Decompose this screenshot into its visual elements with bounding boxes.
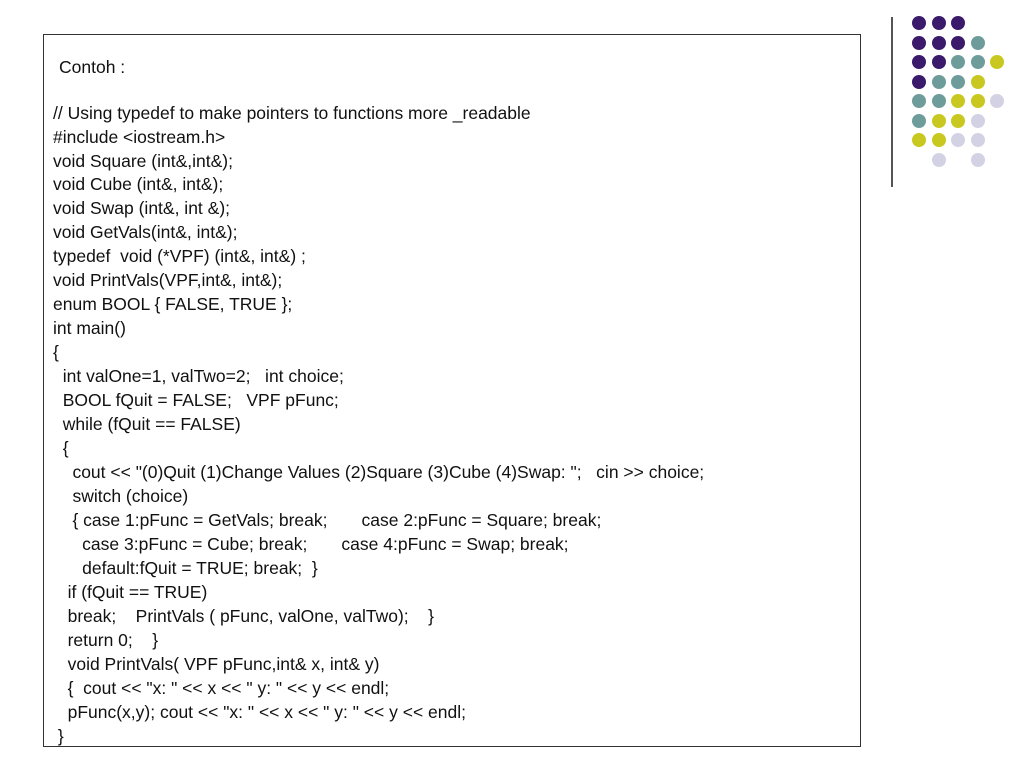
code-line: int valOne=1, valTwo=2; int choice; (53, 366, 344, 386)
code-line: void Square (int&,int&); (53, 151, 233, 171)
code-line: { (53, 438, 69, 458)
decorative-dot (951, 113, 965, 128)
code-line: } (53, 726, 64, 746)
decorative-dot (912, 55, 926, 69)
code-line: void PrintVals(VPF,int&, int&); (53, 270, 283, 290)
decorative-dot (931, 152, 946, 167)
decorative-dot (931, 94, 946, 108)
decorative-dot (951, 74, 965, 89)
code-line: void GetVals(int&, int&); (53, 222, 238, 242)
code-line: int main() (53, 318, 126, 338)
code-line: enum BOOL { FALSE, TRUE }; (53, 294, 293, 314)
code-line: break; PrintVals ( pFunc, valOne, valTwo… (53, 606, 434, 626)
decorative-dot (931, 133, 946, 147)
decorative-vertical-line (891, 17, 893, 187)
code-line: pFunc(x,y); cout << "x: " << x << " y: "… (53, 702, 466, 722)
decorative-dot (970, 35, 985, 50)
decorative-dot (931, 16, 946, 30)
code-line: BOOL fQuit = FALSE; VPF pFunc; (53, 390, 339, 410)
decorative-dot (912, 113, 926, 128)
decorative-dot (951, 35, 965, 50)
decorative-dot (931, 113, 946, 128)
code-line: // Using typedef to make pointers to fun… (53, 103, 531, 123)
decorative-dot (912, 74, 926, 89)
code-line: while (fQuit == FALSE) (53, 414, 241, 434)
decorative-dot (951, 16, 965, 30)
decorative-dot (951, 55, 965, 69)
code-line: cout << "(0)Quit (1)Change Values (2)Squ… (53, 462, 705, 482)
code-line: return 0; } (53, 630, 159, 650)
decorative-dot (970, 74, 985, 89)
decorative-dot (970, 113, 985, 128)
code-line: default:fQuit = TRUE; break; } (53, 558, 318, 578)
code-line: { case 1:pFunc = GetVals; break; case 2:… (53, 510, 602, 530)
decorative-dot (931, 35, 946, 50)
decorative-dot (970, 94, 985, 108)
code-line: void Cube (int&, int&); (53, 174, 224, 194)
code-line: #include <iostream.h> (53, 127, 226, 147)
decorative-dot (912, 35, 926, 50)
decorative-dot (970, 55, 985, 69)
decorative-dot (931, 55, 946, 69)
code-line: case 3:pFunc = Cube; break; case 4:pFunc… (53, 534, 569, 554)
code-line: { cout << "x: " << x << " y: " << y << e… (53, 678, 390, 698)
code-line: typedef void (*VPF) (int&, int&) ; (53, 246, 306, 266)
code-line: { (53, 342, 59, 362)
decorative-dot (990, 55, 1004, 69)
decorative-dot (951, 133, 965, 147)
code-line: switch (choice) (53, 486, 189, 506)
decorative-dot (912, 16, 926, 30)
decorative-dot (970, 152, 985, 167)
code-box (43, 34, 861, 747)
decorative-dot (990, 94, 1004, 108)
decorative-dot (951, 94, 965, 108)
code-line: if (fQuit == TRUE) (53, 582, 208, 602)
decorative-dot (912, 133, 926, 147)
decorative-dot (970, 133, 985, 147)
code-line: void Swap (int&, int &); (53, 198, 231, 218)
code-line: void PrintVals( VPF pFunc,int& x, int& y… (53, 654, 380, 674)
slide-title: Contoh : (59, 57, 126, 77)
decorative-dot (912, 94, 926, 108)
decorative-dot (931, 74, 946, 89)
